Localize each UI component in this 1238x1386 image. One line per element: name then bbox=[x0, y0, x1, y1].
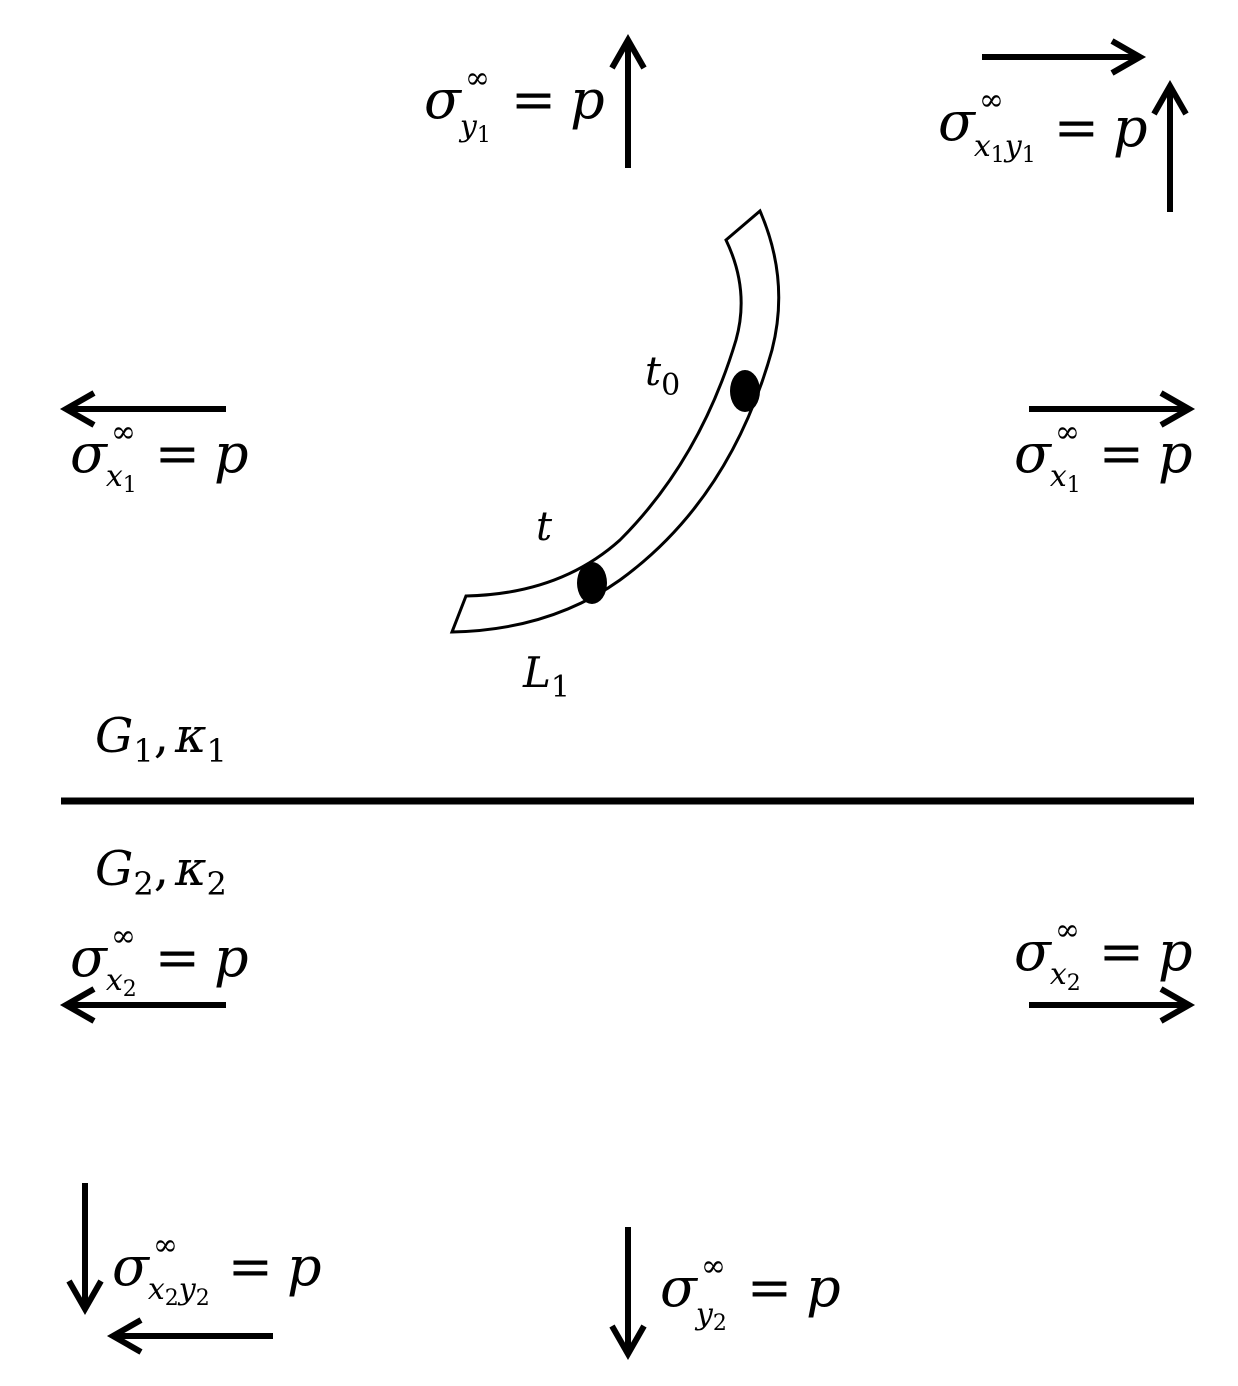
label-sigma-x2y2: σ∞x2y2=p bbox=[112, 1228, 322, 1311]
label-sigma-x1y1: σ∞x1y1=p bbox=[938, 83, 1148, 168]
label-material-upper: G1,κ1 bbox=[95, 708, 227, 770]
arrowhead bbox=[609, 1324, 647, 1361]
label-sigma-y2: σ∞y2=p bbox=[660, 1249, 841, 1336]
label-crack-L1: L1 bbox=[522, 648, 570, 705]
label-material-lower: G2,κ2 bbox=[95, 841, 227, 903]
arrowhead bbox=[609, 33, 647, 70]
label-t: t bbox=[536, 504, 553, 550]
label-sigma-x1-right: σ∞x1=p bbox=[1014, 415, 1193, 498]
point-t0-marker bbox=[730, 370, 760, 412]
arrowhead bbox=[1159, 390, 1196, 428]
label-sigma-x2-left: σ∞x2=p bbox=[70, 919, 249, 1002]
arrowhead bbox=[66, 1279, 104, 1316]
arrowhead bbox=[1159, 986, 1196, 1024]
curved-crack bbox=[449, 208, 781, 634]
point-t-marker bbox=[577, 562, 607, 604]
label-t0: t0 bbox=[645, 349, 680, 403]
arrowhead bbox=[59, 390, 96, 428]
arrowhead bbox=[1110, 38, 1147, 76]
arrowhead bbox=[59, 986, 96, 1024]
label-sigma-x1-left: σ∞x1=p bbox=[70, 415, 249, 498]
label-sigma-x2-right: σ∞x2=p bbox=[1014, 913, 1193, 996]
arrowhead bbox=[1151, 79, 1189, 116]
arrowhead bbox=[106, 1317, 143, 1355]
label-sigma-y1: σ∞y1=p bbox=[424, 61, 605, 148]
